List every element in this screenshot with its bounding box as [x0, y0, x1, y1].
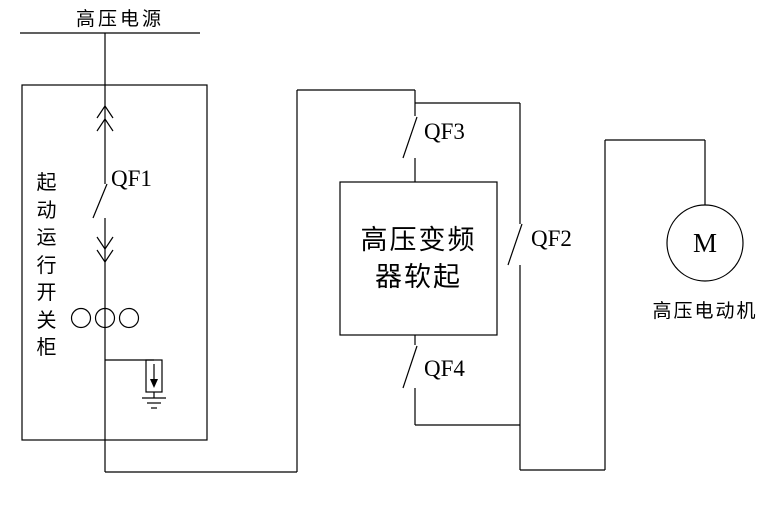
switch-cabinet-box: [21, 84, 208, 441]
switch-blade: [402, 116, 418, 159]
breaker-qf1-symbol: [92, 85, 114, 440]
motor-circle: [666, 204, 744, 282]
arrester-arrowhead: [150, 379, 158, 388]
switch-blade: [507, 223, 523, 266]
converter-box: [339, 181, 498, 336]
converter-label-line1: 高压变频: [360, 224, 477, 255]
ct-circle: [94, 307, 116, 329]
breaker-blade: [92, 183, 108, 219]
switch-qf2-symbol: [507, 103, 523, 470]
drawout-contact-up-icon: [96, 117, 114, 132]
qf4-label: QF4: [424, 356, 465, 381]
switch-blade: [402, 345, 418, 389]
qf1-label: QF1: [111, 166, 152, 191]
cabinet-label: 起动运行开关柜: [36, 172, 57, 359]
drawout-contact-down-icon: [96, 236, 114, 251]
ct-circle: [70, 307, 92, 329]
surge-arrester-symbol: [105, 359, 166, 409]
ct-circle: [118, 307, 140, 329]
current-transformer-icons: [70, 307, 140, 329]
drawout-contact-up-icon: [96, 104, 114, 119]
switch-qf4-symbol: [402, 335, 418, 425]
power-source-label: 高压电源: [75, 9, 164, 30]
motor-symbol: M: [692, 227, 717, 258]
qf3-label: QF3: [424, 119, 465, 144]
converter-label-line2: 器软起: [375, 261, 462, 292]
converter-label: 高压变频 器软起: [340, 182, 497, 335]
ground-icon: [142, 397, 166, 409]
motor-label: 高压电动机: [652, 301, 758, 322]
drawout-contact-down-icon: [96, 249, 114, 264]
qf2-label: QF2: [531, 226, 572, 251]
switch-qf3-symbol: [402, 90, 418, 182]
